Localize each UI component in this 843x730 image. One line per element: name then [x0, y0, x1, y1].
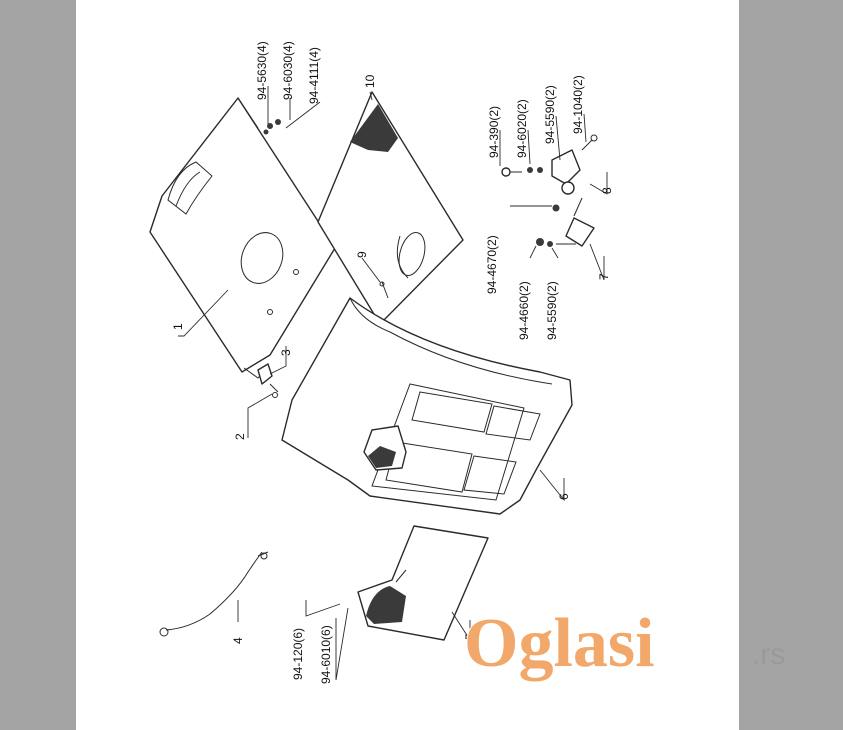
- part-label-5: 5: [463, 633, 477, 640]
- front-housing: [281, 297, 573, 515]
- part-label-6: 6: [557, 493, 571, 500]
- watermark-suffix: .rs: [752, 638, 785, 671]
- screw-set-top: [263, 119, 281, 135]
- oglasi-watermark: Oglasi .rs: [463, 604, 785, 683]
- code-label-94-4660: 94-4660(2): [517, 281, 531, 340]
- latch-hardware: [501, 134, 598, 247]
- part-label-4: 4: [231, 637, 245, 644]
- part-label-9: 9: [355, 251, 369, 258]
- code-label-94-120: 94-120(6): [291, 628, 305, 680]
- part-label-8: 8: [600, 187, 614, 194]
- insulation-panel: [317, 91, 464, 325]
- code-label-94-1040: 94-1040(2): [571, 75, 585, 134]
- code-label-94-4670: 94-4670(2): [485, 235, 499, 294]
- pin: [379, 281, 389, 299]
- part-number-labels: 1 2 3 4 5 6 7 8 9 10: [171, 74, 614, 644]
- part-label-10: 10: [363, 74, 377, 88]
- watermark-brand: Oglasi: [464, 605, 655, 682]
- code-label-94-6010: 94-6010(6): [319, 625, 333, 684]
- hardware-code-labels: 94-5630(4) 94-6030(4) 94-4111(4) 94-390(…: [255, 41, 585, 684]
- code-label-94-390: 94-390(2): [487, 106, 501, 158]
- hood-top-panel: [149, 97, 336, 379]
- code-label-94-5590-a: 94-5590(2): [543, 85, 557, 144]
- code-label-94-4111: 94-4111(4): [307, 47, 321, 104]
- part-label-7: 7: [597, 273, 611, 280]
- part-label-3: 3: [279, 349, 293, 356]
- code-label-94-5630: 94-5630(4): [255, 41, 269, 100]
- bottom-plate: [357, 525, 489, 641]
- code-label-94-6030: 94-6030(4): [281, 41, 295, 100]
- code-label-94-6020: 94-6020(2): [515, 99, 529, 158]
- part-label-2: 2: [233, 433, 247, 440]
- leader-lines: [178, 86, 608, 681]
- part-label-1: 1: [171, 323, 185, 330]
- hinge-hardware: [257, 363, 279, 398]
- code-label-94-5590-b: 94-5590(2): [545, 281, 559, 340]
- release-cable: [159, 551, 269, 637]
